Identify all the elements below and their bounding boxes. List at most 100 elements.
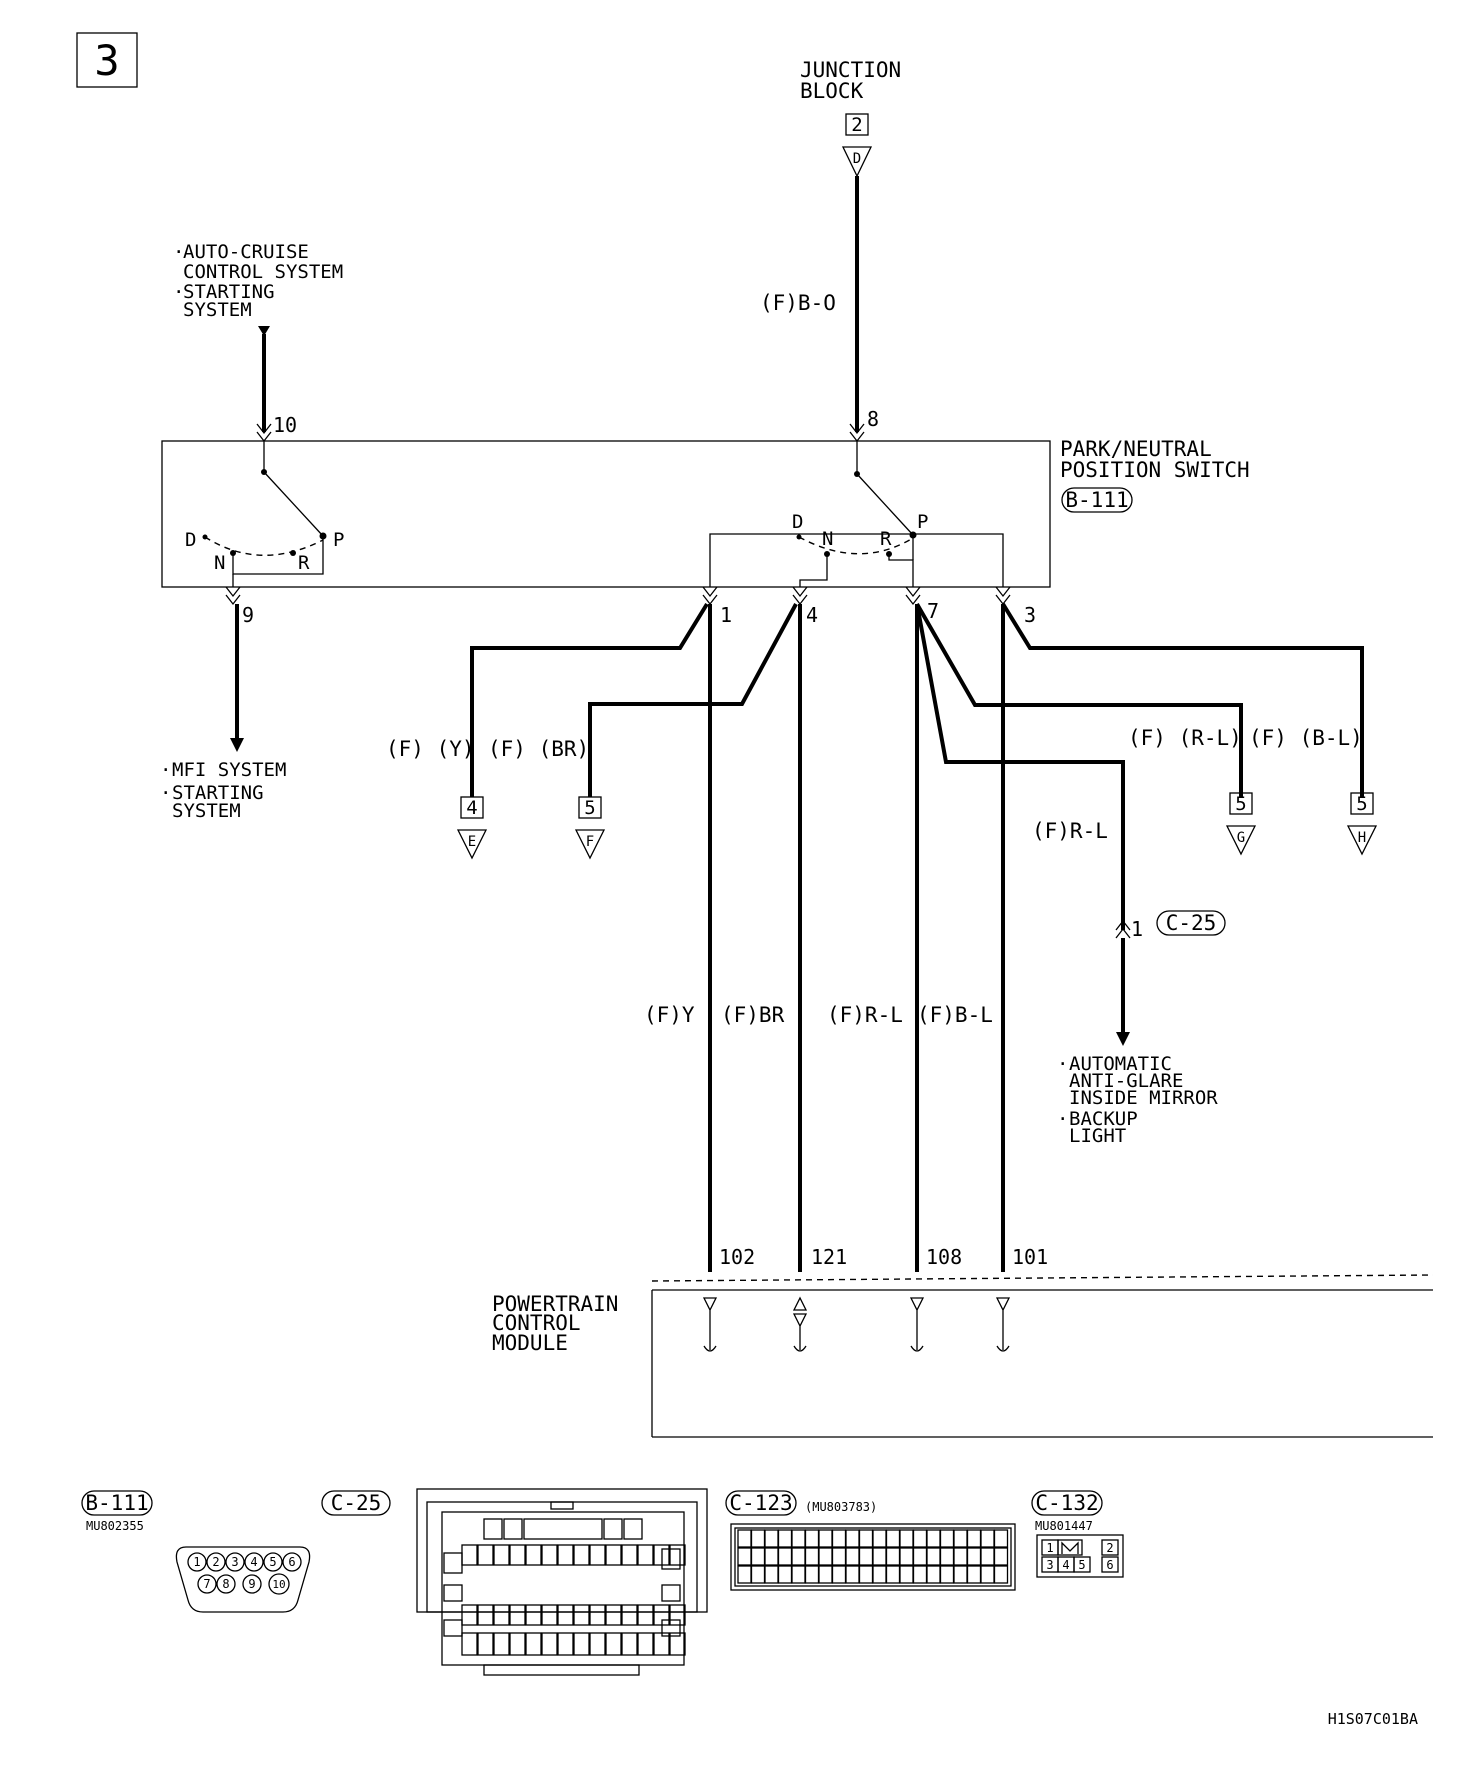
legend-c25-badge	[321, 1490, 391, 1516]
connector-cavity	[483, 1518, 503, 1540]
svg-text:·: ·	[1057, 1108, 1068, 1130]
connector-cavity	[872, 1565, 887, 1584]
offpage-connector-h: 5 H	[1346, 792, 1378, 856]
right-pos-p: P	[917, 511, 928, 533]
connector-cavity	[885, 1547, 901, 1566]
connector-cavity	[926, 1547, 941, 1566]
connector-cavity	[661, 1584, 681, 1602]
connector-cavity	[443, 1619, 463, 1637]
mirror-system-3: INSIDE MIRROR	[1069, 1087, 1218, 1109]
connector-cavity	[493, 1544, 510, 1566]
pcm-terminals	[702, 1296, 1011, 1352]
wire-label-y-left: (F) (Y)	[386, 737, 475, 761]
switch-title-1: PARK/NEUTRAL	[1060, 437, 1212, 461]
legend-c123-label: C-123	[729, 1491, 792, 1515]
diagram-code: H1S07C01BA	[1328, 1710, 1418, 1728]
right-pos-r: R	[880, 528, 892, 550]
connector-cavity	[557, 1632, 574, 1656]
connector-cavity	[541, 1604, 558, 1626]
connector-cavity	[509, 1544, 526, 1566]
pcm-pin-108: 108	[926, 1245, 962, 1269]
connector-cavity	[885, 1529, 901, 1548]
connector-cavity	[831, 1529, 847, 1548]
junction-block-title-1: JUNCTION	[800, 58, 901, 82]
connector-cavity	[603, 1518, 623, 1540]
connector-cavity	[525, 1604, 542, 1626]
park-neutral-switch-box	[161, 440, 1051, 588]
switch-connector-badge	[1061, 487, 1133, 513]
connector-cavity	[993, 1529, 1009, 1548]
connector-cavity	[804, 1547, 820, 1566]
connector-cavity	[589, 1632, 606, 1656]
pin-7: 7	[927, 599, 939, 623]
svg-text:·: ·	[173, 281, 184, 303]
connector-cavity	[661, 1548, 681, 1570]
connector-cavity	[804, 1565, 820, 1584]
connector-cavity	[926, 1565, 941, 1584]
svg-text:3: 3	[1046, 1558, 1053, 1572]
wire-branch-f	[588, 603, 798, 797]
pin-3: 3	[1024, 603, 1036, 627]
connector-cavity	[764, 1565, 779, 1584]
mirror-system-5: LIGHT	[1069, 1125, 1126, 1147]
connector-cavity	[573, 1632, 590, 1656]
junction-connector-triangle	[841, 146, 873, 178]
bottom-left-system-2: STARTING	[172, 782, 264, 804]
connector-cavity	[831, 1547, 847, 1566]
junction-connector-num: 2	[851, 114, 862, 136]
c25-badge	[1156, 910, 1226, 936]
pin-1: 1	[720, 603, 732, 627]
wire-label-r-l: (F)R-L	[827, 1003, 903, 1027]
legend-b111-pins: 1 2 3 4 5 6 7 8 9 10	[187, 1552, 302, 1595]
connector-cavity	[899, 1529, 914, 1548]
left-pos-n: N	[214, 552, 225, 574]
wire-label-b-l: (F)B-L	[917, 1003, 993, 1027]
connector-cavity	[503, 1518, 523, 1540]
connector-cavity	[621, 1544, 638, 1566]
legend-c132-shape: 1 2 3 4 5 6	[1036, 1534, 1124, 1578]
connector-cavity	[899, 1547, 914, 1566]
connector-cavity	[541, 1632, 558, 1656]
connector-cavity	[777, 1547, 793, 1566]
legend-c123-badge	[725, 1490, 797, 1516]
svg-text:G: G	[1237, 830, 1245, 846]
connector-cavity	[523, 1518, 603, 1540]
connector-cavity	[791, 1565, 806, 1584]
mirror-system-2: ANTI-GLARE	[1069, 1070, 1183, 1092]
connector-cavity	[980, 1529, 995, 1548]
connector-cavity	[912, 1529, 928, 1548]
connector-cavity	[605, 1632, 622, 1656]
connector-cavity	[939, 1529, 955, 1548]
connector-cavity	[845, 1529, 860, 1548]
connector-cavity	[661, 1619, 681, 1637]
mirror-system-4: BACKUP	[1069, 1108, 1138, 1130]
connector-cavity	[750, 1565, 766, 1584]
svg-text:2: 2	[212, 1555, 219, 1569]
legend-c25-shape	[416, 1488, 708, 1676]
connector-cavity	[573, 1544, 590, 1566]
wire-branch-e	[470, 602, 709, 797]
svg-text:F: F	[586, 834, 594, 850]
connector-cavity	[750, 1547, 766, 1566]
c25-pin: 1	[1131, 917, 1143, 941]
connector-cavity	[872, 1529, 887, 1548]
junction-connector-letter: D	[853, 151, 861, 167]
legend-c25-label: C-25	[331, 1491, 382, 1515]
connector-cavity	[477, 1544, 494, 1566]
svg-text:1: 1	[1046, 1541, 1053, 1555]
wire-label-b-o: (F)B-O	[760, 291, 836, 315]
connector-cavity	[509, 1604, 526, 1626]
connector-cavity	[831, 1565, 847, 1584]
svg-text:4: 4	[250, 1555, 257, 1569]
connector-cavity	[637, 1604, 654, 1626]
svg-text:3: 3	[231, 1555, 238, 1569]
connector-cavity	[953, 1547, 968, 1566]
connector-cavity	[493, 1632, 510, 1656]
legend-c123-part: (MU803783)	[805, 1500, 877, 1514]
svg-text:5: 5	[1356, 793, 1367, 815]
connector-cavity	[885, 1565, 901, 1584]
connector-cavity	[993, 1547, 1009, 1566]
connector-cavity	[477, 1632, 494, 1656]
connector-cavity	[669, 1632, 686, 1656]
